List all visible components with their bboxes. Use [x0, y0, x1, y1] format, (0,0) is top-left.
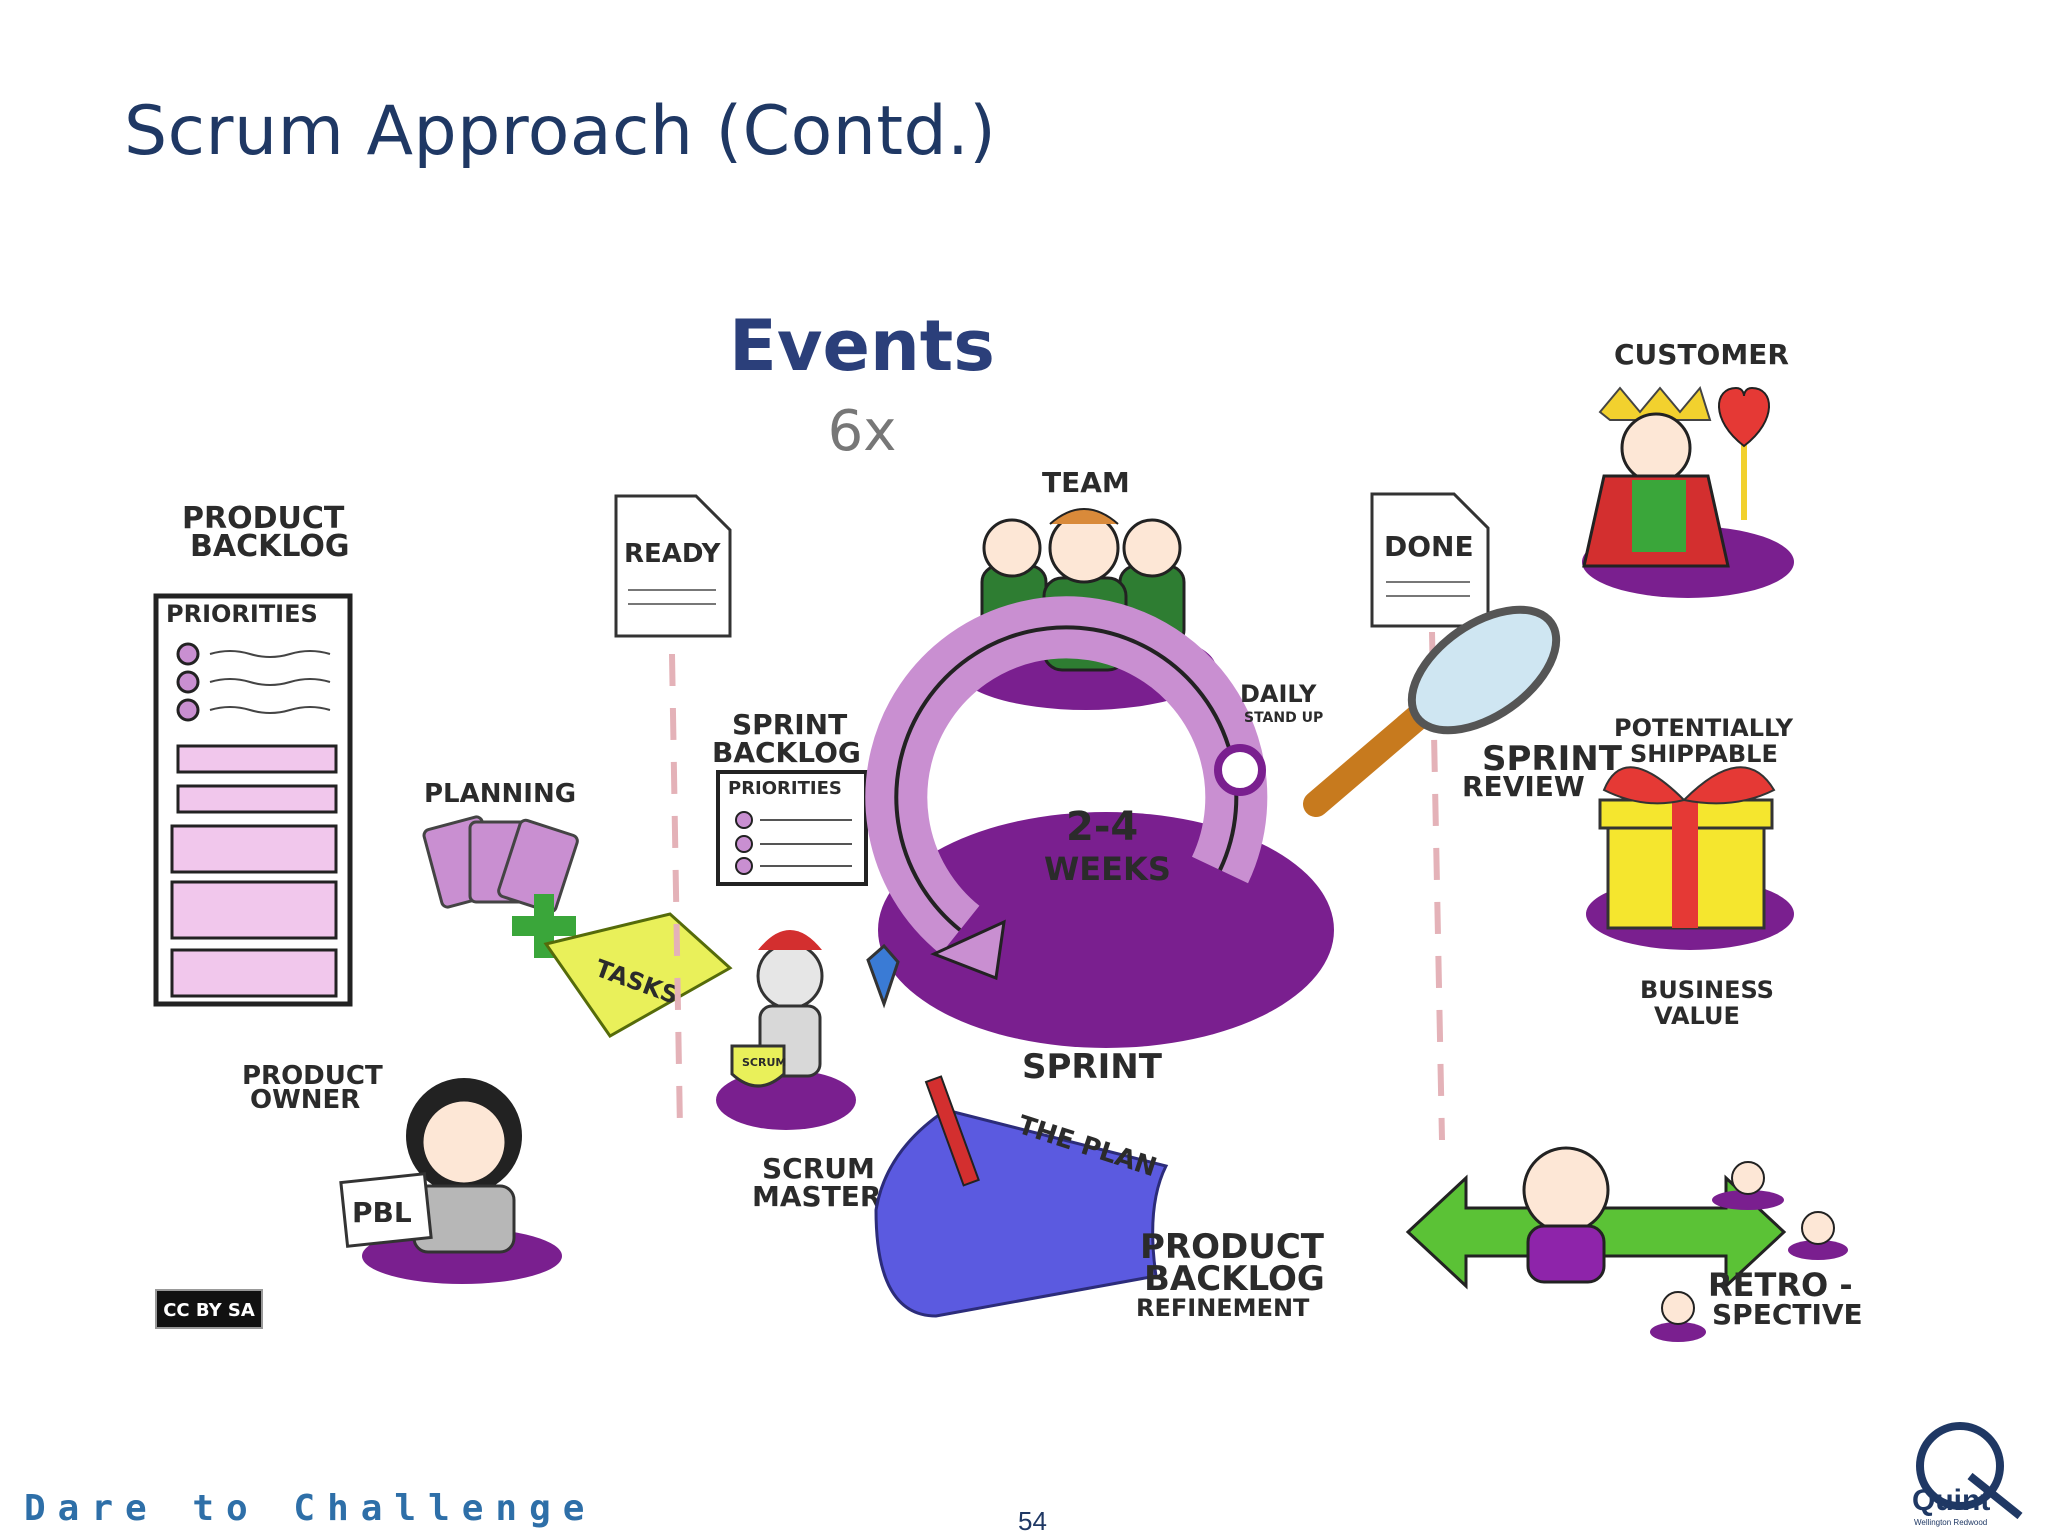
retrospective-figure	[1405, 1146, 1848, 1342]
shippable-label: SHIPPABLE	[1630, 740, 1778, 768]
ready-divider	[669, 653, 683, 1131]
refinement-label-line3: REFINEMENT	[1136, 1294, 1310, 1322]
stand-up-label: STAND UP	[1244, 710, 1323, 726]
product-owner-label-line1: PRODUCT	[242, 1061, 383, 1091]
magnifying-glass-icon	[1303, 605, 1561, 817]
page-number: 54	[1018, 1506, 1047, 1536]
sprint-duration-number: 2-4	[1066, 804, 1138, 850]
sprint-review-label-line2: REVIEW	[1462, 770, 1585, 803]
potentially-label: POTENTIALLY	[1614, 714, 1794, 742]
planning-cards-icon	[422, 815, 579, 914]
refinement-label-line1: PRODUCT	[1140, 1227, 1325, 1267]
tasks-note: TASKS	[543, 912, 733, 1038]
sprint-duration-unit: WEEKS	[1044, 850, 1171, 888]
sprint-review-label-line1: SPRINT	[1482, 739, 1623, 779]
retro-label-line1: RETRO -	[1708, 1266, 1853, 1304]
customer-label: CUSTOMER	[1614, 338, 1789, 371]
sprint-cycle-arrowhead	[930, 919, 1006, 981]
daily-label: DAILY	[1240, 680, 1317, 708]
product-backlog-list: PRIORITIES	[153, 593, 353, 1007]
figure-count: 6x	[828, 399, 897, 464]
team-label: TEAM	[1042, 466, 1130, 499]
scrum-master-label-line1: SCRUM	[762, 1152, 875, 1185]
retro-label-line2: SPECTIVE	[1712, 1298, 1863, 1331]
slide-title: Scrum Approach (Contd.)	[124, 92, 997, 171]
sprint-backlog-priorities: PRIORITIES	[728, 778, 842, 799]
done-document: DONE	[1370, 492, 1490, 628]
license-badge-text: CC BY SA	[163, 1300, 255, 1321]
plan-scroll: THE PLAN	[874, 1075, 1169, 1318]
plus-icon	[512, 894, 576, 958]
product-owner-label-line2: OWNER	[250, 1085, 360, 1115]
footer-tagline: Dare to Challenge	[24, 1488, 597, 1529]
sprint-label: SPRINT	[1022, 1047, 1163, 1087]
quint-logo-icon	[1916, 1422, 2023, 1520]
logo-subtitle: Wellington Redwood	[1914, 1518, 1988, 1527]
pbl-label: PBL	[352, 1196, 412, 1229]
done-label: DONE	[1384, 530, 1474, 563]
figure-heading: Events	[729, 305, 995, 387]
product-backlog-label-line1: PRODUCT	[182, 501, 345, 536]
value-label: VALUE	[1654, 1002, 1740, 1030]
ready-label: READY	[624, 539, 722, 569]
sprint-backlog-label-line1: SPRINT	[732, 708, 847, 741]
product-backlog-label-line2: BACKLOG	[190, 529, 350, 564]
scrum-master-figure: SCRUM	[716, 930, 900, 1130]
planning-label: PLANNING	[424, 779, 576, 809]
refinement-label-line2: BACKLOG	[1144, 1259, 1325, 1299]
heart-icon	[1718, 386, 1770, 448]
customer-king-figure	[1582, 385, 1794, 598]
scrum-master-label-line2: MASTER	[752, 1180, 882, 1213]
business-label: BUSINESS	[1640, 976, 1774, 1004]
daily-standup-icon	[1214, 744, 1266, 796]
sprint-backlog-list: PRIORITIES	[716, 770, 868, 886]
ready-document: READY	[614, 494, 732, 638]
backlog-priorities-label: PRIORITIES	[166, 600, 318, 628]
shield-label: SCRUM	[742, 1056, 786, 1069]
logo-name: Quint	[1912, 1484, 1991, 1517]
product-owner-figure: PBL	[339, 1078, 562, 1284]
sprint-backlog-label-line2: BACKLOG	[712, 736, 861, 769]
license-badge: CC BY SA	[155, 1289, 263, 1329]
gift-box-icon	[1586, 766, 1794, 950]
